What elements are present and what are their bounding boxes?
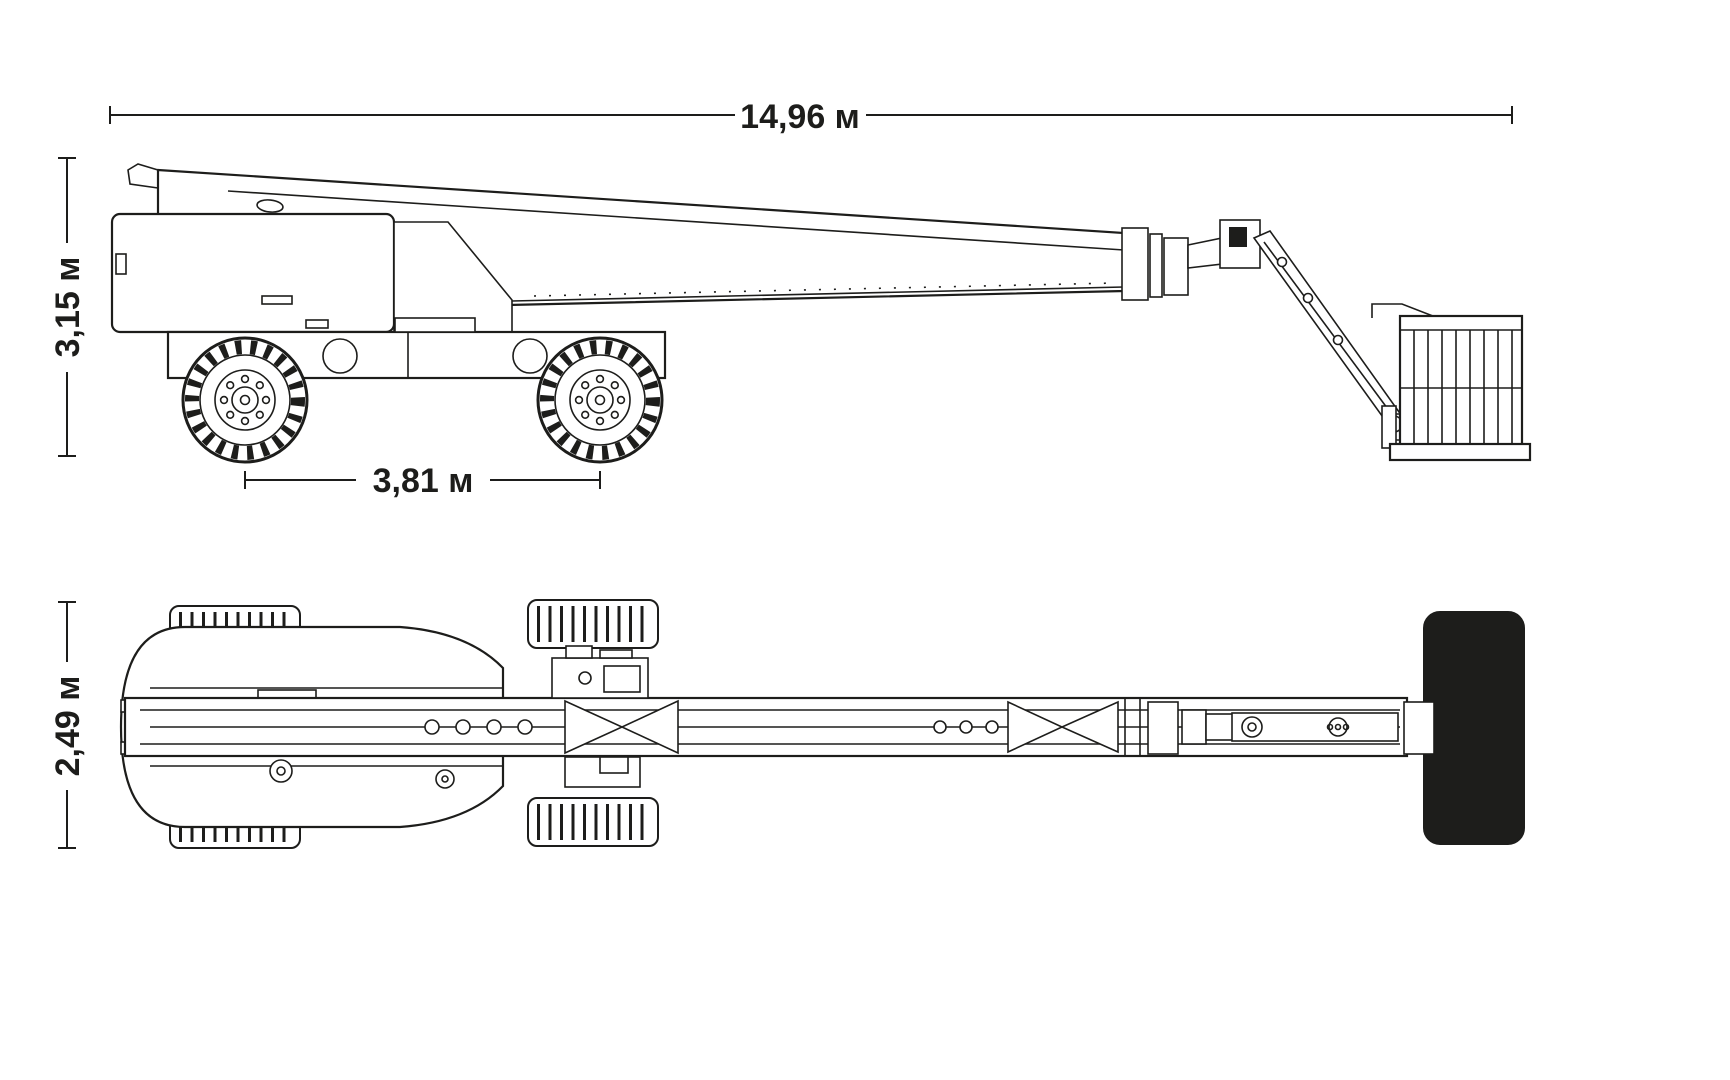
- boom-head-top: [1124, 698, 1207, 756]
- housing-body: [110, 212, 396, 334]
- overall-width-label: 2,49 м: [49, 676, 87, 777]
- housing-handle: [261, 295, 293, 305]
- overall-length-label: 14,96 м: [740, 98, 860, 136]
- housing-latch: [115, 253, 127, 275]
- chassis-port: [322, 338, 358, 374]
- wheel-rear: [183, 338, 307, 462]
- platform-top: [1403, 611, 1525, 845]
- dim-overall-width: 2,49 м: [49, 601, 87, 849]
- body-hatch: [257, 689, 317, 699]
- platform-basket: [1371, 303, 1532, 462]
- boom-head: [1121, 219, 1261, 301]
- jib-top-body: [1231, 712, 1399, 742]
- side-view: [110, 163, 1532, 462]
- housing-taper-panel: [393, 221, 513, 333]
- jib-pivot-dark: [1229, 227, 1247, 247]
- turntable: [394, 317, 476, 333]
- boom-holes: [424, 719, 999, 735]
- dim-overall-length: 14,96 м: [109, 98, 1513, 136]
- boom-top: [123, 696, 1409, 758]
- wheelbase-label: 3,81 м: [373, 462, 474, 500]
- chassis-port: [512, 338, 548, 374]
- basket-cage: [1398, 314, 1524, 448]
- boom-section-marks: [564, 699, 1119, 755]
- dim-overall-height: 3,15 м: [49, 157, 87, 457]
- boom-details: [127, 163, 1125, 302]
- rotator: [1328, 717, 1348, 737]
- platform-deck: [1423, 611, 1525, 845]
- basket-bars: [1413, 330, 1513, 446]
- jib-top: [1205, 712, 1399, 742]
- tire-front-right: [528, 798, 658, 846]
- top-view: [119, 600, 1525, 848]
- overall-height-label: 3,15 м: [49, 257, 87, 358]
- housing-step: [305, 319, 329, 329]
- basket-support: [1381, 405, 1397, 449]
- basket-floor: [1388, 442, 1532, 462]
- dim-wheelbase: 3,81 м: [244, 462, 601, 500]
- basket-entry-rail: [1371, 303, 1439, 319]
- engine-housing: [110, 212, 513, 334]
- wheel-front: [538, 338, 662, 462]
- turntable-top: [551, 645, 649, 788]
- tire-front-left: [528, 600, 658, 648]
- platform-mount: [1403, 701, 1435, 755]
